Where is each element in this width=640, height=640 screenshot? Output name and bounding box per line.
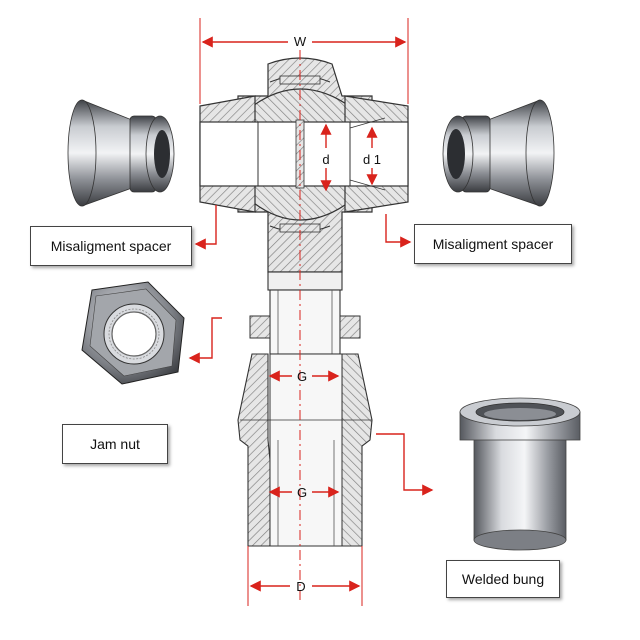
dim-g-upper-label: G <box>297 369 307 384</box>
label-misalignment-spacer-left: Misaligment spacer <box>30 226 192 266</box>
bung-left <box>237 353 271 547</box>
label-welded-bung: Welded bung <box>446 560 560 598</box>
hex-nut-icon <box>81 281 185 385</box>
misalignment-spacer-icon <box>67 99 175 207</box>
dim-d-tube-label: D <box>296 579 305 594</box>
bung-right <box>339 353 373 547</box>
label-jam-nut: Jam nut <box>62 424 168 464</box>
dimension-d1: d 1 <box>363 126 381 186</box>
dimension-g-upper: G <box>268 369 340 384</box>
dim-d1-label: d 1 <box>363 152 381 167</box>
misalignment-spacer-icon-right <box>442 99 555 207</box>
shank-thread <box>269 289 341 355</box>
arrow-welded-bung <box>376 433 434 496</box>
arrow-right-spacer <box>385 214 412 248</box>
shank <box>267 271 343 355</box>
welded-bung-icon <box>459 397 581 551</box>
jam-nut-right <box>339 315 361 339</box>
bung-bore <box>269 353 343 547</box>
dim-w-label: W <box>294 34 307 49</box>
shank-neck <box>267 271 343 291</box>
jam-nut-section <box>249 315 361 339</box>
dimension-g-lower: G <box>268 485 340 500</box>
label-misalignment-spacer-right: Misaligment spacer <box>414 224 572 264</box>
dim-g-lower-label: G <box>297 485 307 500</box>
callout-arrows <box>188 205 434 496</box>
dimension-w: W <box>199 18 409 104</box>
jam-nut-left <box>249 315 271 339</box>
dimension-d-tube: D <box>247 546 363 606</box>
dim-d-label: d <box>322 152 329 167</box>
dimension-d: d <box>320 123 332 192</box>
spacer-taper-top <box>349 117 386 129</box>
bung-section <box>237 353 373 547</box>
arrow-left-spacer <box>194 205 217 250</box>
arrow-jam-nut <box>188 317 222 364</box>
